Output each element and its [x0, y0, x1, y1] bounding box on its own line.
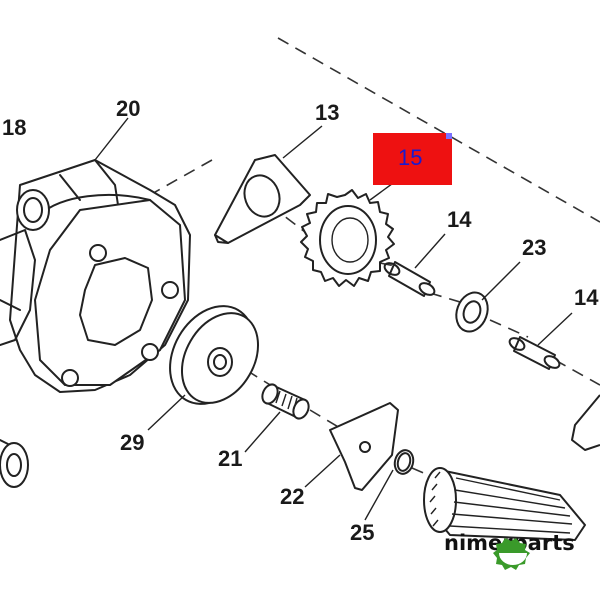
callout-21: 21: [218, 446, 242, 471]
callout-20: 20: [116, 96, 140, 121]
callout-23: 23: [522, 235, 546, 260]
splined-shaft-part: [423, 467, 586, 541]
highlight-box-corner: [446, 133, 452, 139]
lock-plate-part: [329, 402, 399, 491]
thrust-disc-part: [169, 305, 259, 405]
planet-pin-lower-part: [508, 336, 561, 370]
callout-22: 22: [280, 484, 304, 509]
right-edge-plate-part: [571, 394, 600, 451]
thrust-plate-part: [214, 154, 311, 244]
callout-25: 25: [350, 520, 374, 545]
washer-part: [455, 291, 489, 333]
left-edge-part: [0, 439, 29, 488]
callout-14-upper: 14: [447, 207, 472, 232]
callout-15-highlighted: 15: [398, 145, 422, 170]
callout-29: 29: [120, 430, 144, 455]
planet-pin-upper-part: [383, 261, 436, 297]
spline-shaft-part: [261, 383, 310, 420]
highlight-box: [373, 133, 452, 185]
planet-gear-part: [300, 189, 395, 287]
callout-labels: 18 20 13 15 14 23 14 29 21 22 25: [2, 96, 599, 545]
callout-18: 18: [2, 115, 26, 140]
callout-14-lower: 14: [574, 285, 599, 310]
brand-watermark: nimerparts: [444, 531, 575, 570]
leader-lines: [94, 117, 573, 521]
gear-logo-icon: [493, 538, 530, 570]
snap-ring-part: [393, 449, 415, 475]
carrier-housing-part: [0, 159, 191, 393]
callout-13: 13: [315, 100, 339, 125]
